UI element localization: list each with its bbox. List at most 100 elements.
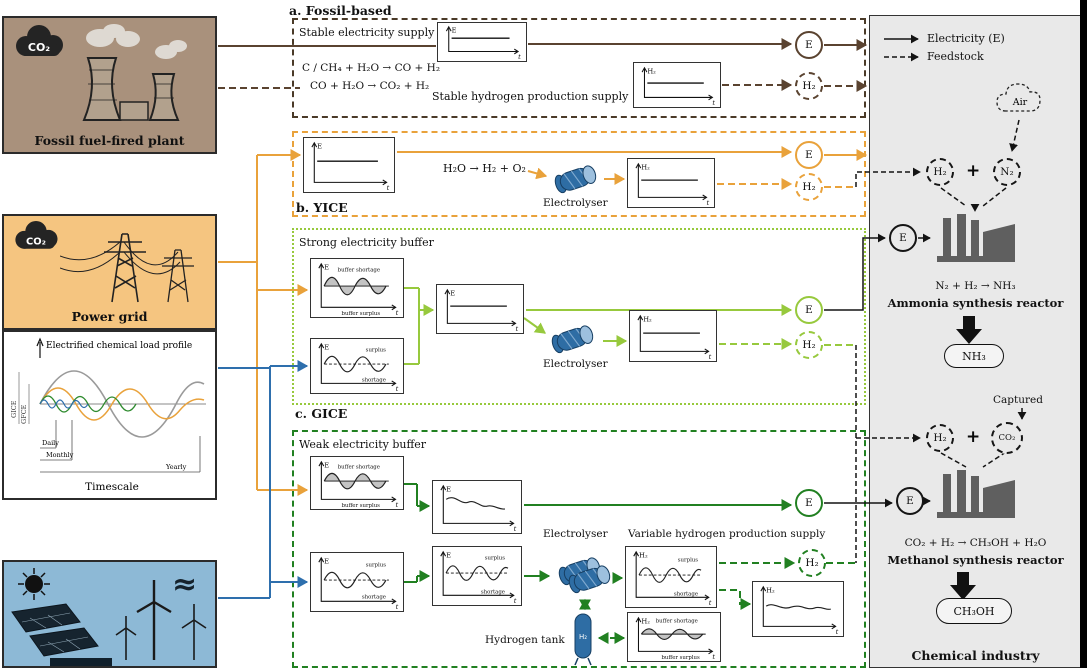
node-label: N₂	[1000, 166, 1014, 178]
plus-sign: +	[966, 161, 981, 181]
node-nitrogen: N₂	[993, 158, 1021, 186]
electrolyser-label: Electrolyser	[543, 197, 608, 209]
panel-strong-buffer	[292, 228, 866, 405]
node-label: H₂	[802, 339, 816, 351]
node-electricity-strong: E	[795, 296, 823, 324]
load-profile-chart: Electrified chemical load profile GICE G…	[10, 337, 206, 493]
node-label: H₂	[933, 432, 947, 444]
axis-label: H₂	[641, 164, 650, 172]
axis-label: E	[452, 27, 457, 35]
co2-cloud-icon: CO₂	[15, 220, 58, 249]
graph-strong-net-electricity: E t	[436, 284, 524, 334]
product-label: NH₃	[962, 349, 986, 363]
axis-label: E	[446, 486, 451, 494]
node-electricity-fossil: E	[795, 31, 823, 59]
node-hydrogen-weak: H₂	[798, 549, 826, 577]
annotation: buffer shortage	[338, 465, 380, 471]
electrolyser-icon	[554, 165, 597, 194]
node-electricity-methanol: E	[896, 487, 924, 515]
annotation: buffer surplus	[342, 311, 381, 317]
graph-strong-surplus-electricity: E t surplus shortage	[310, 338, 404, 394]
graph-yice-hydrogen: H₂ t	[627, 158, 715, 208]
annotation: buffer shortage	[338, 268, 380, 274]
node-electricity-weak: E	[795, 489, 823, 517]
equation-ammonia: N₂ + H₂ → NH₃	[935, 280, 1016, 292]
annotation: buffer surplus	[662, 655, 700, 661]
weak-buffer-label: Weak electricity buffer	[299, 438, 427, 451]
annotation: shortage	[674, 591, 698, 597]
axis-label: H₂	[641, 618, 650, 626]
equation-methanol: CO₂ + H₂ → CH₃OH + H₂O	[904, 537, 1047, 549]
node-label: E	[805, 497, 813, 509]
node-hydrogen-strong: H₂	[795, 331, 823, 359]
axis-label: t	[712, 99, 715, 107]
x-marker-daily: Daily	[42, 439, 59, 447]
node-label: E	[805, 304, 813, 316]
axis-label: H₂	[639, 552, 648, 560]
load-profile-title: Electrified chemical load profile	[46, 341, 192, 351]
hydrogen-tank-icon: H₂	[574, 613, 592, 666]
panel-fossil-based	[292, 18, 866, 118]
panel-a-title: a. Fossil-based	[289, 3, 392, 18]
axis-label: E	[324, 344, 329, 352]
tank-h2-label: H₂	[579, 633, 587, 641]
graph-weak-hydrogen-smoothed: H₂ t	[752, 581, 844, 637]
graph-weak-surplus-net: E t surplus shortage	[432, 546, 522, 606]
axis-label: t	[709, 599, 712, 607]
node-electricity-ammonia: E	[889, 224, 917, 252]
node-label: E	[805, 39, 813, 51]
axis-label: H₂	[766, 587, 775, 595]
double-electrolyser-icon	[558, 557, 611, 594]
annotation: shortage	[362, 377, 386, 383]
equation-shift: CO + H₂O → CO₂ + H₂	[310, 80, 430, 92]
node-electricity-yice: E	[795, 141, 823, 169]
axis-label: t	[396, 603, 399, 611]
node-label: H₂	[802, 80, 816, 92]
y-label-gice: GICE	[10, 400, 18, 418]
equation-reforming: C / CH₄ + H₂O → CO + H₂	[302, 62, 441, 74]
graph-stable-hydrogen: H₂ t	[633, 62, 721, 108]
electrolyser-label: Electrolyser	[543, 358, 608, 370]
ammonia-reactor-label: Ammonia synthesis reactor	[887, 296, 1064, 310]
power-grid-label: Power grid	[71, 309, 148, 324]
axis-label: E	[317, 143, 322, 151]
annotation: shortage	[481, 589, 505, 595]
axis-label: t	[396, 501, 399, 509]
graph-strong-hydrogen: H₂ t	[629, 310, 717, 362]
variable-hydrogen-label: Variable hydrogen production supply	[628, 528, 826, 540]
axis-label: t	[712, 653, 715, 661]
annotation: surplus	[366, 563, 387, 569]
legend-feedstock: Feedstock	[927, 50, 984, 63]
power-grid-box: CO₂ Power grid	[2, 214, 217, 330]
ammonia-factory-icon	[937, 214, 1015, 262]
air-cloud-icon: Air	[996, 83, 1041, 112]
node-hydrogen-fossil: H₂	[795, 72, 823, 100]
node-hydrogen-ammonia: H₂	[926, 158, 954, 186]
electrolyser-icon	[551, 325, 594, 354]
methanol-factory-icon	[937, 470, 1015, 518]
axis-label: t	[709, 353, 712, 361]
annotation: surplus	[366, 348, 386, 354]
axis-label: t	[836, 628, 839, 636]
graph-stable-electricity: E t	[437, 22, 527, 62]
axis-label: E	[324, 264, 329, 272]
axis-label: H₂	[643, 316, 652, 324]
ch3oh-product: CH₃OH	[936, 598, 1012, 624]
axis-label: t	[396, 309, 399, 317]
node-label: H₂	[802, 181, 816, 193]
panel-b-title: b. YICE	[296, 200, 348, 215]
co2-cloud-icon: CO₂	[16, 25, 63, 56]
graph-yice-electricity: E t	[303, 137, 395, 193]
graph-tank-buffer-hydrogen: H₂ t buffer shortage buffer surplus	[627, 612, 721, 662]
annotation: buffer shortage	[656, 619, 698, 625]
stable-electricity-label: Stable electricity supply	[299, 26, 435, 39]
graph-strong-buffer-electricity: E t buffer shortage buffer surplus	[310, 258, 404, 318]
load-profile-box: Electrified chemical load profile GICE G…	[2, 330, 217, 500]
co2-label: CO₂	[28, 41, 50, 54]
node-label: E	[805, 149, 813, 161]
timescale-label: Timescale	[85, 481, 139, 493]
hydrogen-tank-label: Hydrogen tank	[485, 634, 565, 646]
x-marker-yearly: Yearly	[165, 463, 187, 471]
equation-electrolysis: H₂O → H₂ + O₂	[443, 162, 526, 175]
